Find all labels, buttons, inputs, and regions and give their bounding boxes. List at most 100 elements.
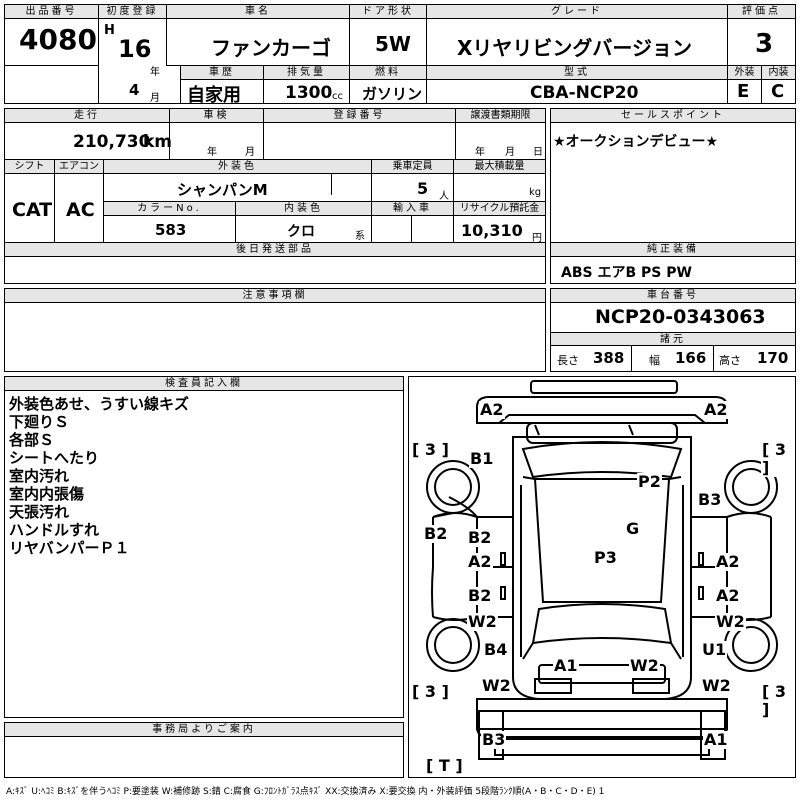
mark-a1-bottom: A1 [703,730,729,749]
note-line: 外装色あせ、うすい線キズ [9,395,190,413]
mark-a2-left-door: A2 [467,552,493,571]
car-name-value: ファンカーゴ [211,36,331,60]
header-block: 出品番号 初度登録 車名 ドア形状 グレード 評価点 4080 H 16 年 フ… [4,4,796,106]
inspection-month-unit: 月 [245,147,255,158]
displacement-header: 排気量 [264,66,349,80]
mark-b2-left-door: B2 [467,528,493,547]
legend-text: A:ｷｽﾞ U:ﾍｺﾐ B:ｷｽﾞを伴うﾍｺﾐ P:要塗装 W:補修跡 S:錆 … [6,787,605,797]
interior-grade-value: C [771,81,785,102]
car-diagram: A2 A2 [ 3 ] [ 3 ] B1 P2 B3 B2 G B2 A2 P3… [408,376,796,778]
color-no-header: カラーNo. [104,202,235,216]
displacement-unit: cc [332,91,343,102]
import-header: 輸入車 [372,202,453,216]
mileage-unit: km [143,132,173,152]
interior-header: 内装 [762,66,795,80]
month-unit: 月 [150,93,160,104]
mark-b3-bottom: B3 [481,730,507,749]
mark-a2-right-door: A2 [715,552,741,571]
chassis-no-value: NCP20-0343063 [595,306,766,328]
chassis-box: 車台番号 NCP20-0343063 諸元 長さ 388 幅 166 高さ 17… [550,288,796,372]
first-reg-header: 初度登録 [99,5,166,19]
width-value: 166 [675,349,707,367]
car-outline [426,380,778,760]
inspector-notes-box: 検査員記入欄 外装色あせ、うすい線キズ 下廻りＳ 各部Ｓ シートへたり 室内汚れ… [4,376,404,718]
exterior-header: 外装 [728,66,761,80]
mark-u1: U1 [701,640,728,659]
specs-header: 諸元 [551,333,795,346]
mark-g: G [625,519,641,538]
mark-p2: P2 [637,472,662,491]
max-load-unit: kg [529,187,542,198]
mark-w2-center: W2 [629,656,660,675]
max-load-header: 最大積載量 [454,160,545,174]
sales-point-header: セールスポイント [551,109,795,123]
mark-p3: P3 [593,548,618,567]
caution-box: 注意事項欄 [4,288,546,372]
sales-point-box: セールスポイント ★オークションデビュー★ 純正装備 ABS エアB PS PW [550,108,796,284]
shift-value: CAT [12,199,53,221]
spec-block: 走行 車検 登録番号 譲渡書類期限 210,730 km 年 月 年 月 日 シ… [4,108,546,284]
grade-header: グレード [427,5,727,19]
grade-value: Xリヤリビングバージョン [457,36,693,60]
note-line: 室内汚れ [9,467,70,485]
model-code-header: 型式 [427,66,727,80]
car-name-header: 車名 [167,5,349,19]
history-header: 車歴 [181,66,263,80]
mark-a2-right-rear: A2 [715,586,741,605]
int-color-value: クロ [287,224,315,240]
mark-a1-center: A1 [553,656,579,675]
length-label: 長さ [557,354,579,367]
mark-a2-front-left: A2 [479,400,505,419]
sales-point-value: ★オークションデビュー★ [553,134,719,150]
year-unit: 年 [150,67,160,78]
transfer-docs-header: 譲渡書類期限 [456,109,545,123]
exterior-grade-value: E [737,81,750,102]
lot-no-header: 出品番号 [5,5,98,19]
displacement-value: 1300 [285,83,333,103]
genuine-equip-value: ABS エアB PS PW [561,265,692,281]
inspection-header: 車検 [170,109,263,123]
caution-header: 注意事項欄 [5,289,545,303]
color-no-value: 583 [155,221,187,239]
genuine-equip-header: 純正装備 [551,243,795,257]
capacity-value: 5 [417,179,429,198]
lot-no-value: 4080 [19,23,97,56]
tire-front-left: [ 3 ] [411,440,450,459]
mark-w2-left-rear: W2 [467,612,498,631]
inspector-notes-list: 外装色あせ、うすい線キズ 下廻りＳ 各部Ｓ シートへたり 室内汚れ 室内内張傷 … [9,395,189,557]
inspection-year-unit: 年 [207,147,217,158]
note-line: リヤバンパーＰ１ [9,539,130,557]
note-line: 下廻りＳ [9,413,70,431]
spare-tire-mark: [ T ] [425,756,464,775]
length-value: 388 [593,349,625,367]
history-value: 自家用 [187,85,241,106]
note-line: シートへたり [9,449,100,467]
score-value: 3 [755,29,774,59]
capacity-header: 乗車定員 [372,160,453,174]
tire-rear-left: [ 3 ] [411,682,450,701]
score-header: 評価点 [728,5,795,19]
recycle-value: 10,310 [461,221,523,240]
transfer-day-unit: 日 [533,147,543,158]
mark-b2-side: B2 [423,524,449,543]
recycle-header: リサイクル預託金 [454,202,545,216]
fuel-header: 燃料 [350,66,426,80]
inspector-notes-header: 検査員記入欄 [5,377,403,391]
note-line: ハンドルすれ [9,521,100,539]
width-label: 幅 [649,354,660,367]
mark-w2-right: W2 [701,676,732,695]
era-value: H [104,23,115,38]
mark-w2-right-rear: W2 [715,612,746,631]
mark-b3-right: B3 [697,490,723,509]
capacity-unit: 人 [439,191,449,202]
transfer-month-unit: 月 [505,147,515,158]
model-code-value: CBA-NCP20 [530,83,639,103]
mark-b1: B1 [469,449,495,468]
year-value: 16 [118,35,152,63]
month-value: 4 [129,81,140,99]
shift-header: シフト [5,160,54,174]
ext-color-header: 外装色 [104,160,371,174]
mark-a2-front-right: A2 [703,400,729,419]
later-parts-header: 後日発送部品 [5,243,545,257]
int-color-unit: 系 [355,231,365,242]
